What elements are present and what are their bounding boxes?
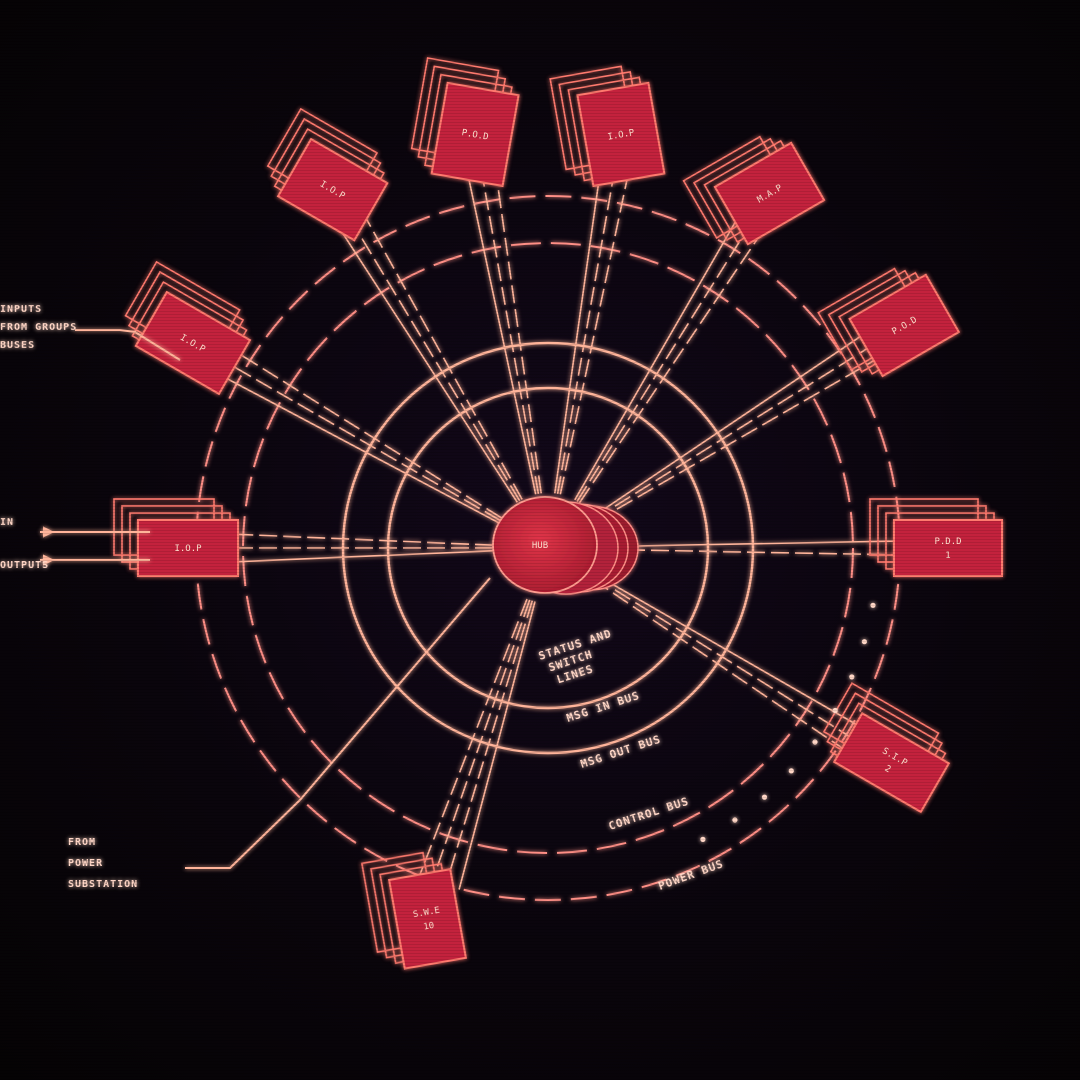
- spoke-line: [594, 344, 874, 520]
- msg-in-bus-label: MSG IN BUS: [565, 689, 642, 725]
- module-label: I.O.P: [174, 544, 202, 554]
- module-label: I.O.P: [607, 128, 636, 143]
- module-box: [137, 519, 239, 577]
- power-bus-label: POWER BUS: [657, 857, 726, 893]
- module-label: P.D.D 1: [934, 537, 961, 561]
- spoke-line: [594, 576, 857, 742]
- spoke-line: [351, 220, 521, 502]
- module-m10: I.O.P: [113, 498, 239, 577]
- spoke-line: [494, 169, 542, 494]
- spoke-line: [554, 169, 602, 494]
- bus-dot: [812, 739, 818, 745]
- outputs-arrow-2: [43, 554, 55, 566]
- module-m2: P.O.D: [410, 57, 520, 188]
- spoke-line: [339, 228, 518, 503]
- msg-out-bus-label: MSG OUT BUS: [579, 733, 663, 771]
- spoke-line: [431, 599, 531, 882]
- spoke-line: [559, 174, 629, 495]
- module-label-line: I.O.P: [174, 544, 202, 554]
- spoke-line: [595, 574, 864, 730]
- module-label: P.O.D: [461, 128, 489, 143]
- module-m4: M.A.P: [682, 135, 826, 246]
- module-box: [276, 137, 389, 242]
- spoke-lines: [220, 169, 903, 890]
- spoke-line: [592, 578, 849, 753]
- inputs-from-groups-label: INPUTS FROM GROUPS BUSES: [0, 304, 84, 351]
- spoke-line: [458, 601, 536, 890]
- power-connector-line: [185, 577, 491, 869]
- spoke-line: [229, 533, 494, 546]
- outputs-arrow-1: [43, 526, 55, 538]
- module-box: [713, 141, 826, 246]
- bus-dot: [788, 768, 794, 774]
- bus-dot: [861, 639, 868, 645]
- spoke-line: [220, 374, 500, 524]
- modules-group: I.O.P P.O.D I.O.P M.A.P P.O.D P.D.D 1S.I.P2S.W…: [113, 57, 1003, 970]
- spoke-line: [363, 213, 523, 500]
- module-label: S.W.E10: [412, 906, 443, 934]
- module-m7: S.I.P2: [822, 682, 951, 814]
- text-labels: STATUS AND SWITCH LINES MSG IN BUS MSG O…: [0, 304, 725, 893]
- in-outputs-label: IN OUTPUTS: [0, 517, 49, 571]
- module-label-line: P.O.D: [461, 128, 489, 143]
- hub-label: HUB: [532, 541, 548, 551]
- bus-dots: [700, 602, 876, 843]
- bus-dot: [870, 602, 876, 608]
- module-m1: I.O.P: [266, 107, 389, 242]
- inputs-connector-line: [75, 329, 181, 361]
- spoke-line: [467, 174, 537, 495]
- bus-dot: [700, 836, 706, 843]
- module-label-line: S.W.E: [412, 906, 440, 921]
- control-bus-label: CONTROL BUS: [607, 795, 691, 833]
- spoke-line: [602, 540, 903, 548]
- module-label-line: I.O.P: [607, 128, 636, 143]
- hub-disk: [492, 496, 598, 594]
- module-box: [387, 868, 468, 970]
- spoke-line: [418, 598, 528, 877]
- module-box: [430, 81, 520, 188]
- control-bus-ring: [242, 242, 854, 854]
- bus-dot: [732, 817, 738, 823]
- spoke-line: [445, 600, 534, 886]
- module-label-line: 10: [423, 921, 435, 933]
- spoke-line: [592, 332, 866, 518]
- status-lines-label: STATUS AND SWITCH LINES: [537, 625, 629, 690]
- module-m3: I.O.P: [549, 65, 666, 188]
- module-m9: I.O.P: [124, 260, 252, 396]
- spoke-line: [578, 231, 763, 504]
- from-power-substation-label: FROM POWER SUBSTATION: [68, 837, 138, 890]
- spoke-line: [229, 550, 494, 563]
- module-box: [832, 711, 951, 814]
- external-connections: [40, 329, 491, 869]
- spoke-line: [481, 172, 540, 494]
- bus-dot: [832, 707, 838, 714]
- spoke-line: [595, 356, 881, 522]
- spoke-line: [576, 224, 751, 502]
- module-m6: P.D.D 1: [869, 498, 1003, 577]
- module-label-line: 1: [945, 551, 950, 561]
- central-hub: HUB: [492, 496, 639, 595]
- module-m8: S.W.E10: [360, 851, 468, 970]
- module-label-line: 2: [883, 764, 893, 775]
- bus-dot: [849, 674, 855, 680]
- spoke-line: [227, 362, 501, 522]
- module-box: [134, 290, 252, 396]
- module-box: [893, 519, 1003, 577]
- spoke-line: [602, 548, 903, 556]
- module-label-line: P.D.D: [934, 537, 961, 547]
- spoke-line: [556, 172, 615, 494]
- bus-dot: [761, 794, 768, 800]
- spoke-line: [234, 350, 503, 519]
- module-box: [576, 81, 666, 188]
- module-m5: P.O.D: [817, 267, 961, 378]
- module-box: [848, 273, 961, 378]
- spoke-line: [574, 216, 739, 501]
